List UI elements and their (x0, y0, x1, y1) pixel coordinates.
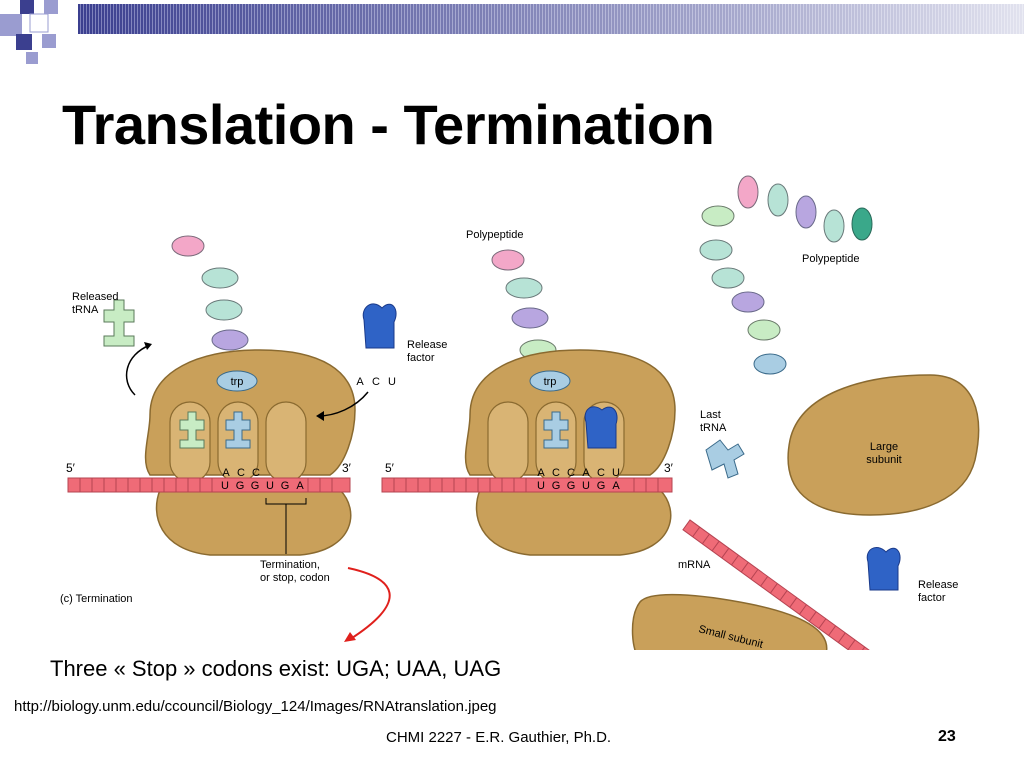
right-panel: Polypeptide Last tRNA Large subunit (631, 175, 980, 650)
middle-codon-1: U (537, 480, 545, 492)
source-url: http://biology.unm.edu/ccouncil/Biology_… (14, 698, 497, 715)
right-release-factor-label-1: Release (918, 579, 958, 591)
released-trna-label-2: tRNA (72, 304, 99, 316)
page-number: 23 (938, 728, 956, 745)
slide-caption: Three « Stop » codons exist: UGA; UAA, U… (50, 656, 502, 681)
middle-anticodon-1: A (537, 467, 545, 479)
left-codon-g3: G (281, 480, 290, 492)
right-release-factor-label-2: factor (918, 592, 946, 604)
slide-title: Translation - Termination (62, 93, 715, 156)
left-anticodon-c2: C (252, 467, 260, 479)
middle-codon-4: U (582, 480, 590, 492)
left-release-factor-label-2: factor (407, 352, 435, 364)
left-codon-a: A (296, 480, 304, 492)
last-trna-label-1: Last (700, 409, 721, 421)
middle-codon-5: G (597, 480, 606, 492)
released-trna-label-1: Released (72, 291, 118, 303)
title-bar (78, 4, 1024, 34)
mrna-label: mRNA (678, 559, 711, 571)
left-rf-anticodon-c: C (372, 376, 380, 388)
left-codon-g2: G (251, 480, 260, 492)
left-rf-anticodon-a: A (356, 376, 364, 388)
middle-panel: Polypeptide trp A C C A C U (381, 229, 676, 556)
left-rf-anticodon-u: U (388, 376, 396, 388)
stop-codon-label-2: or stop, codon (260, 572, 330, 584)
large-subunit-label-1: Large (870, 441, 898, 453)
middle-anticodon-4: A (582, 467, 590, 479)
left-anticodon-a: A (222, 467, 230, 479)
left-codon-u1: U (221, 480, 229, 492)
large-subunit-label-2: subunit (866, 454, 901, 466)
middle-trp-label: trp (544, 376, 557, 388)
left-five-prime: 5′ (66, 461, 76, 475)
left-trp-label: trp (231, 376, 244, 388)
left-panel: trp A C C U G G U G (60, 235, 447, 642)
last-trna-label-2: tRNA (700, 422, 727, 434)
right-polypeptide-label: Polypeptide (802, 253, 860, 265)
termination-figure: trp A C C U G G U G (60, 175, 980, 650)
middle-anticodon-2: C (552, 467, 560, 479)
middle-codon-3: G (567, 480, 576, 492)
decorative-squares (0, 0, 58, 64)
left-release-factor-label-1: Release (407, 339, 447, 351)
stop-codon-label-1: Termination, (260, 559, 320, 571)
left-three-prime: 3′ (342, 461, 352, 475)
panel-label: (c) Termination (60, 593, 133, 605)
footer-text: CHMI 2227 - E.R. Gauthier, Ph.D. (386, 729, 612, 746)
middle-five-prime: 5′ (385, 461, 395, 475)
middle-anticodon-5: C (597, 467, 605, 479)
middle-codon-2: G (552, 480, 561, 492)
left-anticodon-c1: C (237, 467, 245, 479)
middle-anticodon-6: U (612, 467, 620, 479)
left-codon-u2: U (266, 480, 274, 492)
middle-anticodon-3: C (567, 467, 575, 479)
middle-polypeptide-label: Polypeptide (466, 229, 524, 241)
left-codon-g1: G (236, 480, 245, 492)
middle-codon-6: A (612, 480, 620, 492)
middle-three-prime: 3′ (664, 461, 674, 475)
